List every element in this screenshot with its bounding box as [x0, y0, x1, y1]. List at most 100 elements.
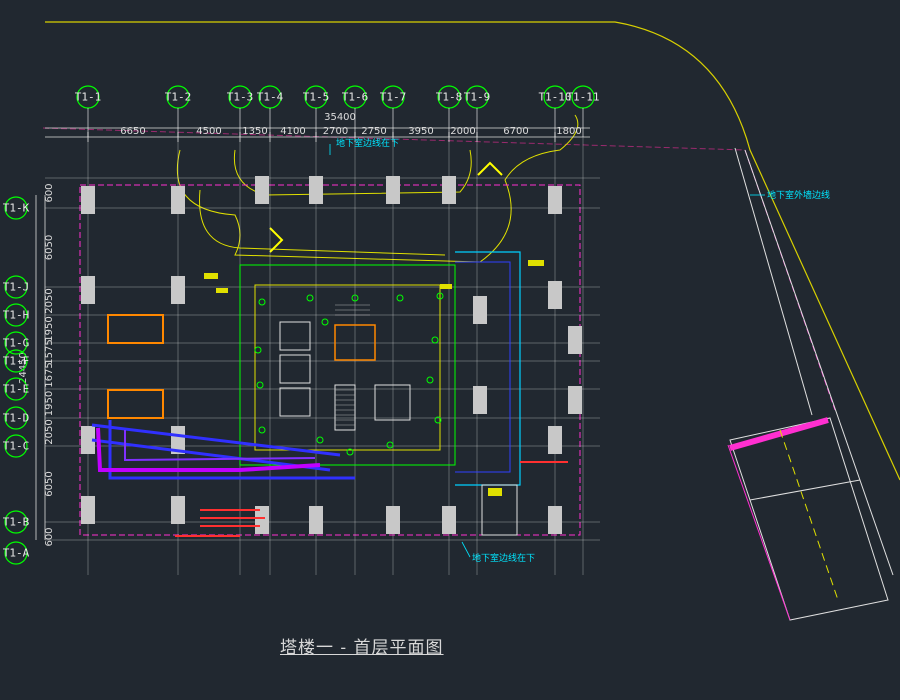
row-axis-bubble: T1-H	[3, 303, 30, 327]
driveway-outer-curve	[176, 114, 579, 263]
column	[171, 426, 185, 454]
column-axis-bubble: T1-4	[257, 85, 284, 137]
row-spacing-dim: 1950	[44, 316, 55, 341]
overall-depth-dimension: 24450	[18, 352, 29, 384]
row-axis-bubble: T1-G	[3, 331, 30, 355]
column	[81, 186, 95, 214]
row-spacing-dim: 6050	[44, 235, 55, 260]
column	[171, 496, 185, 524]
column	[442, 176, 456, 204]
note-leader-bottom	[461, 541, 471, 558]
column	[473, 296, 487, 324]
core-room-right	[374, 384, 411, 421]
road-line-outer	[744, 149, 894, 576]
column-axis-label: T1-3	[227, 91, 254, 104]
column	[548, 506, 562, 534]
ramp-boundary-left	[727, 444, 791, 621]
note-basement-line-top: 地下室边线在下	[336, 137, 399, 149]
column-axis-bubble: T1-2	[165, 85, 192, 137]
driveway-arrow-west	[269, 227, 284, 253]
row-axis-label: T1-J	[3, 281, 30, 294]
column	[171, 276, 185, 304]
row-axis-bubble: T1-J	[3, 275, 30, 299]
site-layer	[42, 21, 900, 621]
tag-labels	[204, 260, 544, 293]
column	[255, 176, 269, 204]
column	[548, 281, 562, 309]
column-axis-label: T1-8	[436, 91, 463, 104]
stair-flight	[334, 384, 356, 431]
columns-layer	[81, 176, 582, 534]
row-axis-label: T1-G	[3, 337, 30, 350]
column	[568, 386, 582, 414]
driveway-arrow-north	[477, 161, 503, 176]
duct-run-secondary	[124, 430, 316, 462]
row-axis-bubble: T1-C	[3, 434, 30, 458]
row-axis-label: T1-H	[3, 309, 30, 322]
row-axis-label: T1-B	[3, 516, 30, 529]
tower-outline	[79, 184, 581, 536]
ramp-center-line	[779, 429, 839, 601]
driveway-mid-curve	[199, 189, 446, 256]
column-spacing-dim: 4100	[280, 126, 305, 137]
column-axis-label: T1-5	[303, 91, 330, 104]
row-axis-label: T1-E	[3, 383, 30, 396]
overall-width-dimension: 35400	[324, 112, 356, 123]
column	[386, 506, 400, 534]
core-layer	[91, 251, 568, 537]
column-spacing-dim: 2000	[450, 126, 475, 137]
elevator-shaft-3	[279, 387, 311, 417]
column-spacing-dim: 3950	[408, 126, 433, 137]
column-spacing-dim: 1800	[556, 126, 581, 137]
row-axis-label: T1-D	[3, 412, 30, 425]
column	[81, 276, 95, 304]
row-axis-bubble: T1-A	[3, 541, 30, 565]
column	[473, 386, 487, 414]
ramp-cross-line	[749, 479, 861, 501]
column-axis-bubble: T1-10	[538, 85, 572, 137]
column-axis-bubble: T1-5	[303, 85, 330, 137]
column-axis-label: T1-7	[380, 91, 407, 104]
column	[548, 426, 562, 454]
column	[81, 426, 95, 454]
row-spacing-dim: 2050	[44, 419, 55, 444]
column-axis-bubble: T1-8	[436, 85, 463, 137]
dimension-lines	[35, 127, 590, 540]
site-road-edge-line	[45, 21, 900, 481]
equipment-symbols	[254, 292, 444, 456]
stair-treads	[335, 304, 370, 426]
row-spacing-dim: 1675	[44, 362, 55, 387]
column	[309, 176, 323, 204]
column	[548, 186, 562, 214]
row-axis-label: T1-C	[3, 440, 30, 453]
ramp-edge-magenta	[729, 417, 829, 451]
column-axis-label: T1-1	[75, 91, 102, 104]
road-line-inner	[734, 147, 813, 416]
room-orange-lower	[107, 389, 164, 419]
row-axis-bubble: T1-D	[3, 406, 30, 430]
column-axis-label: T1-11	[566, 91, 599, 104]
column-axis-bubble: T1-6	[342, 85, 368, 137]
row-axis-bubbles: T1-AT1-BT1-CT1-DT1-ET1-FT1-GT1-HT1-JT1-K	[3, 196, 30, 565]
column-axis-label: T1-10	[538, 91, 571, 104]
column	[386, 176, 400, 204]
row-spacing-dim: 1575	[44, 339, 55, 364]
equipment-tag	[488, 488, 502, 496]
ramp-outline	[729, 417, 889, 621]
column-spacing-dim: 6700	[503, 126, 528, 137]
column-axis-label: T1-9	[464, 91, 491, 104]
elevator-shaft-2	[279, 354, 311, 384]
row-axis-label: T1-K	[3, 202, 30, 215]
column-spacing-dim: 1350	[242, 126, 267, 137]
row-spacing-dim: 600	[44, 527, 55, 546]
core-room-orange	[334, 324, 376, 361]
column-axis-bubble: T1-3	[227, 85, 254, 137]
service-zone-blue	[455, 261, 511, 473]
row-spacing-dim: 600	[44, 183, 55, 202]
column-spacing-dim: 6650	[120, 126, 145, 137]
column-axis-label: T1-2	[165, 91, 192, 104]
column-spacing-dim: 4500	[196, 126, 221, 137]
